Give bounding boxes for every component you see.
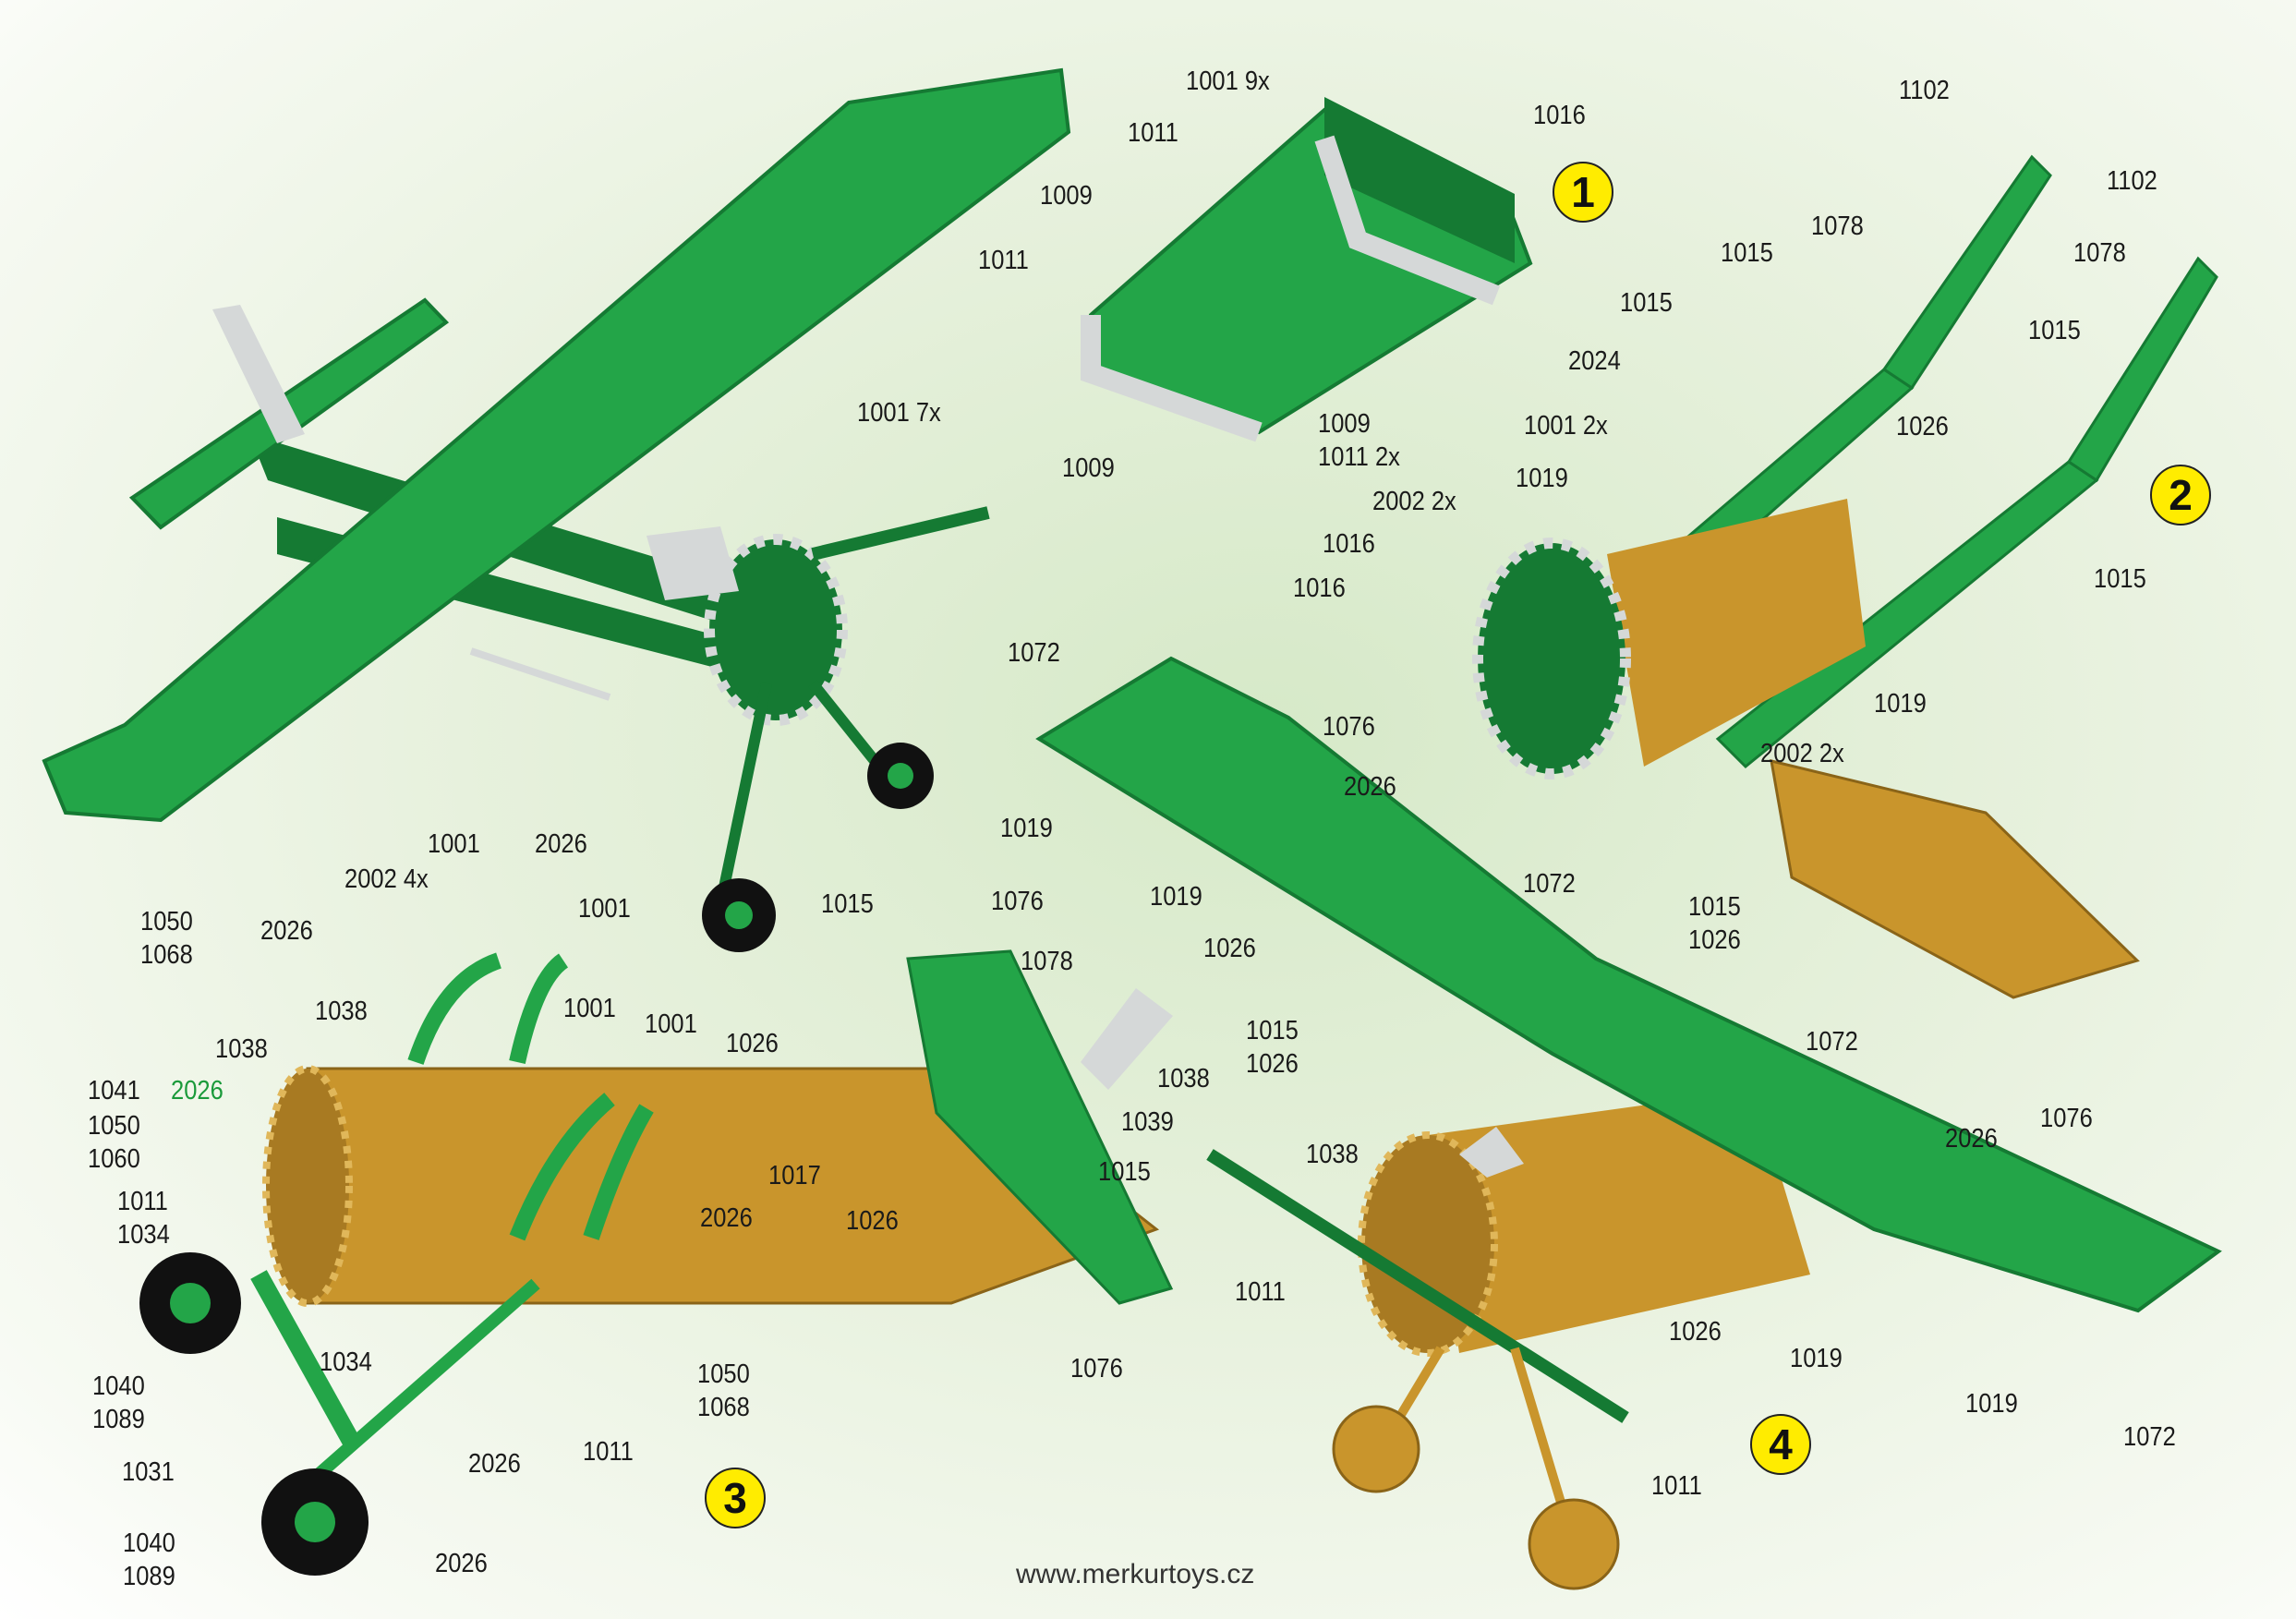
part-label: 1050 1068 (697, 1359, 750, 1422)
part-label: 1019 (1874, 689, 1927, 719)
part-label: 1011 (978, 246, 1029, 275)
part-label: 1040 1089 (123, 1528, 175, 1591)
part-label: 1001 (578, 894, 631, 924)
part-label: 2002 2x (1372, 487, 1456, 516)
part-label: 1015 (821, 889, 874, 919)
part-label: 1011 (1128, 118, 1178, 148)
part-label: 1072 (1008, 638, 1060, 668)
step-2-badge: 2 (2150, 465, 2211, 526)
part-label: 1041 (88, 1076, 140, 1106)
part-label: 1015 (2028, 316, 2081, 345)
part-label: 1019 (1790, 1344, 1843, 1373)
part-label: 2026 (435, 1549, 488, 1578)
part-label: 1076 (2040, 1104, 2093, 1133)
step-4-badge: 4 (1750, 1414, 1811, 1475)
website-url[interactable]: www.merkurtoys.cz (1016, 1559, 1255, 1589)
part-label: 2026 (535, 829, 587, 859)
step3-illustration (139, 949, 1174, 1576)
finished-airplane-illustration (42, 67, 1071, 952)
part-label: 1076 (1323, 712, 1375, 742)
part-label: 2026 (468, 1449, 521, 1479)
part-label: 2002 2x (1760, 739, 1844, 768)
part-label: 1026 (1203, 934, 1256, 963)
part-label: 1015 (1098, 1157, 1151, 1187)
part-label: 1015 (2094, 564, 2146, 594)
part-label: 1001 (645, 1009, 697, 1039)
part-label: 2002 4x (344, 864, 429, 894)
step2-illustration (1472, 154, 2218, 779)
part-label: 1040 1089 (92, 1371, 145, 1434)
part-label: 1038 (1306, 1140, 1359, 1169)
part-label: 1019 (1000, 814, 1053, 843)
part-label: 1001 2x (1524, 411, 1608, 441)
part-label: 1009 (1062, 453, 1115, 483)
part-label: 1072 (1523, 869, 1576, 899)
part-label: 1011 (583, 1437, 634, 1467)
part-label: 1019 (1965, 1389, 2018, 1419)
part-label: 1001 9x (1186, 66, 1270, 96)
part-label: 1102 (2107, 166, 2157, 196)
step1-illustration (1081, 97, 1533, 442)
part-label: 1072 (1806, 1027, 1858, 1057)
part-label: 1009 1011 2x (1318, 409, 1400, 472)
part-label: 1078 (1021, 947, 1073, 976)
part-label: 1011 (1651, 1471, 1702, 1501)
part-label: 1102 (1899, 76, 1950, 105)
part-label: 1001 (428, 829, 480, 859)
part-label: 1038 (1157, 1064, 1210, 1093)
part-label: 1039 (1121, 1107, 1174, 1137)
part-label: 2026 (700, 1203, 753, 1233)
part-label: 1001 (563, 994, 616, 1023)
part-label: 1034 (320, 1347, 372, 1377)
part-label: 2026 (1945, 1124, 1998, 1154)
part-label: 1015 1026 (1246, 1016, 1299, 1079)
part-label: 1026 (1669, 1317, 1722, 1347)
part-label: 1076 (1070, 1354, 1123, 1383)
part-label: 2026 (1344, 772, 1396, 802)
part-label: 1001 7x (857, 398, 941, 428)
part-label: 1072 (2123, 1422, 2176, 1452)
part-label: 1076 (991, 887, 1044, 916)
part-label: 1026 (1896, 412, 1949, 441)
part-label: 1011 (1235, 1277, 1286, 1307)
part-label: 1015 1026 (1688, 892, 1741, 955)
part-label: 1050 1068 (140, 907, 193, 970)
part-label: 1016 (1323, 529, 1375, 559)
step4-illustration (1035, 656, 2222, 1590)
part-label: 2026 (260, 916, 313, 946)
part-label: 1016 (1533, 101, 1586, 130)
part-label: 1078 (1811, 211, 1864, 241)
part-label: 1026 (726, 1029, 779, 1058)
part-label: 1016 (1293, 574, 1346, 603)
step-3-badge: 3 (705, 1468, 766, 1528)
part-label: 1019 (1516, 464, 1568, 493)
part-label: 1026 (846, 1206, 899, 1236)
part-label: 1015 (1620, 288, 1673, 318)
part-label: 1017 (768, 1161, 821, 1190)
part-label: 1009 (1040, 181, 1093, 211)
part-label: 1078 (2073, 238, 2126, 268)
part-label-highlight: 2026 (171, 1076, 224, 1106)
step-1-badge: 1 (1553, 162, 1613, 223)
part-label: 1015 (1721, 238, 1773, 268)
part-label: 1019 (1150, 882, 1202, 912)
part-label: 1038 (315, 997, 368, 1026)
part-label: 1011 1034 (117, 1187, 170, 1250)
part-label: 1050 1060 (88, 1111, 140, 1174)
part-label: 2024 (1568, 346, 1621, 376)
part-label: 1038 (215, 1034, 268, 1064)
part-label: 1031 (122, 1457, 175, 1487)
